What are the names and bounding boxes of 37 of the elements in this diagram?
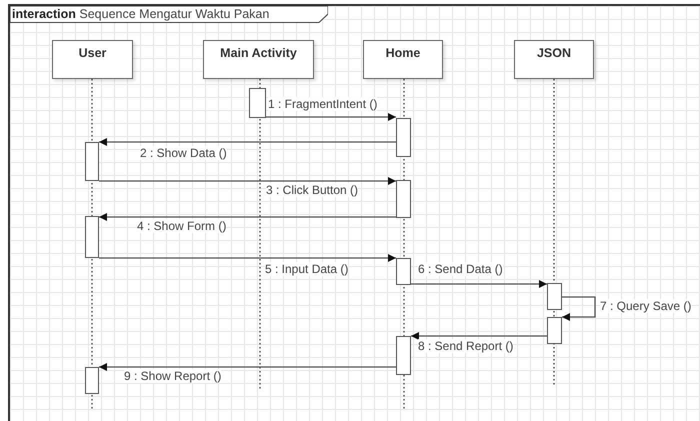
activation-bar bbox=[85, 142, 99, 181]
activation-bar bbox=[396, 336, 411, 375]
lifeline-name: Main Activity bbox=[220, 46, 297, 62]
message-arrow bbox=[99, 254, 396, 262]
activation-bar bbox=[249, 88, 266, 118]
lifeline-header bbox=[203, 40, 314, 79]
lifeline-header bbox=[514, 40, 594, 79]
message-arrow bbox=[99, 213, 396, 221]
message-arrow bbox=[562, 296, 596, 321]
frame-title: interaction Sequence Mengatur Waktu Pakan bbox=[12, 7, 270, 21]
message-arrow bbox=[99, 138, 396, 146]
message-label: 4 : Show Form () bbox=[137, 219, 226, 233]
lifeline-name: JSON bbox=[536, 46, 572, 62]
message-arrow bbox=[411, 280, 547, 288]
lifeline-header bbox=[52, 40, 133, 79]
activation-bar bbox=[85, 367, 99, 394]
message-label: 9 : Show Report () bbox=[124, 369, 222, 383]
message-label: 8 : Send Report () bbox=[418, 339, 514, 353]
message-label: 3 : Click Button () bbox=[266, 183, 358, 197]
message-label: 7 : Query Save () bbox=[600, 299, 692, 313]
message-arrow bbox=[99, 177, 396, 185]
lifeline-name: User bbox=[78, 46, 106, 62]
lifeline-name: Home bbox=[386, 46, 420, 62]
activation-bar bbox=[396, 258, 411, 285]
message-arrow bbox=[99, 363, 396, 371]
message-label: 6 : Send Data () bbox=[418, 262, 503, 276]
activation-bar bbox=[85, 216, 99, 258]
activation-bar bbox=[547, 283, 562, 310]
message-arrow bbox=[266, 113, 396, 121]
message-label: 2 : Show Data () bbox=[140, 146, 227, 160]
message-label: 1 : FragmentIntent () bbox=[268, 97, 378, 111]
lifeline-header bbox=[363, 40, 443, 79]
activation-bar bbox=[396, 180, 411, 218]
activation-bar bbox=[547, 317, 562, 344]
message-arrow bbox=[411, 332, 547, 340]
activation-bar bbox=[396, 118, 411, 157]
message-label: 5 : Input Data () bbox=[265, 262, 348, 276]
